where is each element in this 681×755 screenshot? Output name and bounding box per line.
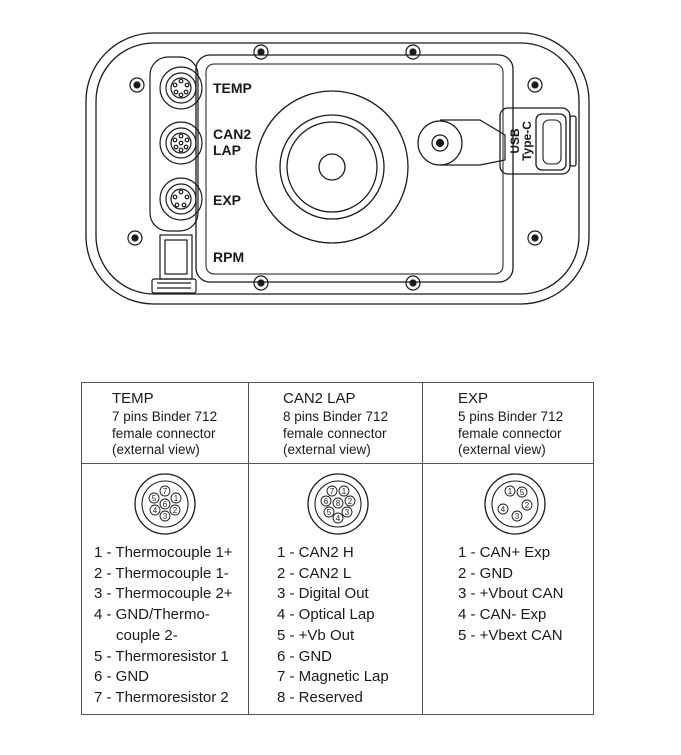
pin-number: 1	[508, 487, 513, 496]
desc-line: (external view)	[283, 442, 371, 457]
center-button	[255, 90, 409, 244]
temp-pin-diagram: 7 1 2 3 4 5 6	[134, 473, 196, 535]
device-drawing: USB Type-C TEMP CAN2 LAP EXP RPM	[85, 32, 590, 305]
pin-item: 4 - GND/Thermo-	[94, 606, 210, 624]
desc-line: (external view)	[458, 442, 546, 457]
pin-item: 3 - Digital Out	[277, 585, 369, 603]
label-exp: EXP	[213, 192, 241, 208]
pin-item: 1 - CAN+ Exp	[458, 544, 551, 561]
screw	[527, 77, 543, 93]
pin-item: 2 - Thermocouple 1-	[94, 564, 229, 582]
screw	[127, 230, 143, 246]
pin-item: 7 - Magnetic Lap	[277, 668, 389, 686]
desc-line: 5 pins Binder 712	[458, 409, 564, 424]
label-rpm: RPM	[213, 249, 244, 265]
screws	[127, 44, 543, 291]
column-temp: TEMP 7 pins Binder 712 female connector …	[82, 383, 248, 714]
pin-item: 5 - +Vbext CAN	[458, 626, 563, 644]
pin-number: 5	[520, 488, 525, 497]
column-header: EXP 5 pins Binder 712 female connector (…	[423, 383, 593, 464]
pin-item: 3 - +Vbout CAN	[458, 585, 564, 603]
screw	[405, 275, 421, 291]
exp-connector	[159, 177, 203, 221]
can2-lap-pin-diagram: 7 1 2 3 4 5 6 8	[307, 473, 369, 535]
label-temp: TEMP	[213, 80, 252, 96]
screw	[253, 275, 269, 291]
side-knob	[417, 119, 506, 166]
column-header: CAN2 LAP 8 pins Binder 712 female connec…	[249, 383, 422, 464]
pin-number: 7	[163, 487, 168, 496]
connector-description: 7 pins Binder 712 female connector (exte…	[112, 409, 217, 459]
pin-number: 2	[348, 497, 353, 506]
label-lap: LAP	[213, 142, 241, 158]
column-header: TEMP 7 pins Binder 712 female connector …	[82, 383, 248, 464]
housing-outer	[85, 32, 590, 305]
pin-item: 2 - CAN2 L	[277, 564, 352, 582]
screw	[129, 77, 145, 93]
pin-item: 4 - CAN- Exp	[458, 606, 547, 624]
pin-number: 1	[174, 494, 179, 503]
pin-item: 5 - Thermoresistor 1	[94, 647, 229, 665]
can2-lap-connector	[159, 121, 203, 165]
pin-number: 2	[173, 506, 178, 515]
desc-line: female connector	[283, 425, 387, 441]
pin-list: 1 - Thermocouple 1+ 2 - Thermocouple 1- …	[94, 543, 233, 709]
connector-description: 8 pins Binder 712 female connector (exte…	[283, 409, 388, 459]
column-exp: EXP 5 pins Binder 712 female connector (…	[422, 383, 593, 714]
connector-name: TEMP	[112, 390, 154, 407]
pin-list: 1 - CAN2 H 2 - CAN2 L 3 - Digital Out 4 …	[277, 543, 389, 709]
pin-number: 4	[153, 506, 158, 515]
pin-number: 7	[330, 487, 335, 496]
temp-connector	[159, 66, 203, 110]
desc-line: (external view)	[112, 442, 200, 457]
pin-item: 4 - Optical Lap	[277, 606, 375, 624]
desc-line: 7 pins Binder 712	[112, 409, 218, 424]
pin-number: 3	[515, 512, 520, 521]
screw	[527, 230, 543, 246]
pin-item: 3 - Thermocouple 2+	[94, 585, 233, 603]
pin-number: 5	[152, 494, 157, 503]
pin-number: 8	[336, 499, 341, 508]
pin-number: 6	[324, 497, 329, 506]
label-can2: CAN2	[213, 126, 251, 142]
connector-name: CAN2 LAP	[283, 390, 356, 407]
connector-description: 5 pins Binder 712 female connector (exte…	[458, 409, 563, 459]
exp-pin-diagram: 1 5 2 3 4	[484, 473, 546, 535]
pin-item: 1 - Thermocouple 1+	[94, 544, 233, 561]
pin-number: 2	[525, 501, 530, 510]
pin-number: 3	[345, 508, 350, 517]
pin-number: 4	[336, 514, 341, 523]
usb-label-line1: USB	[508, 128, 522, 154]
pin-item: 2 - GND	[458, 564, 514, 582]
pin-item: 1 - CAN2 H	[277, 544, 354, 561]
pin-number: 1	[342, 487, 347, 496]
usb-label-line2: Type-C	[520, 121, 534, 161]
desc-line: female connector	[458, 425, 562, 441]
housing-inner	[95, 42, 580, 295]
display-panel	[195, 54, 514, 283]
pin-number: 5	[327, 508, 332, 517]
pinout-table: TEMP 7 pins Binder 712 female connector …	[81, 382, 594, 715]
pin-number: 3	[163, 512, 168, 521]
desc-line: 8 pins Binder 712	[283, 409, 389, 424]
connector-bay	[149, 56, 199, 232]
screw	[405, 44, 421, 60]
pin-item: 6 - GND	[277, 647, 333, 665]
rpm-cable	[151, 234, 197, 294]
pin-list: 1 - CAN+ Exp 2 - GND 3 - +Vbout CAN 4 - …	[458, 543, 563, 647]
screw	[253, 44, 269, 60]
column-can2-lap: CAN2 LAP 8 pins Binder 712 female connec…	[248, 383, 422, 714]
connector-name: EXP	[458, 390, 489, 407]
pin-number: 4	[501, 505, 506, 514]
pin-number: 6	[163, 500, 168, 509]
desc-line: female connector	[112, 425, 216, 441]
usb-port	[499, 107, 577, 175]
pin-item: 6 - GND	[94, 668, 150, 686]
pin-item: 8 - Reserved	[277, 688, 363, 706]
pin-item: couple 2-	[116, 626, 178, 644]
pin-item: 7 - Thermoresistor 2	[94, 688, 229, 706]
pin-item: 5 - +Vb Out	[277, 626, 355, 644]
